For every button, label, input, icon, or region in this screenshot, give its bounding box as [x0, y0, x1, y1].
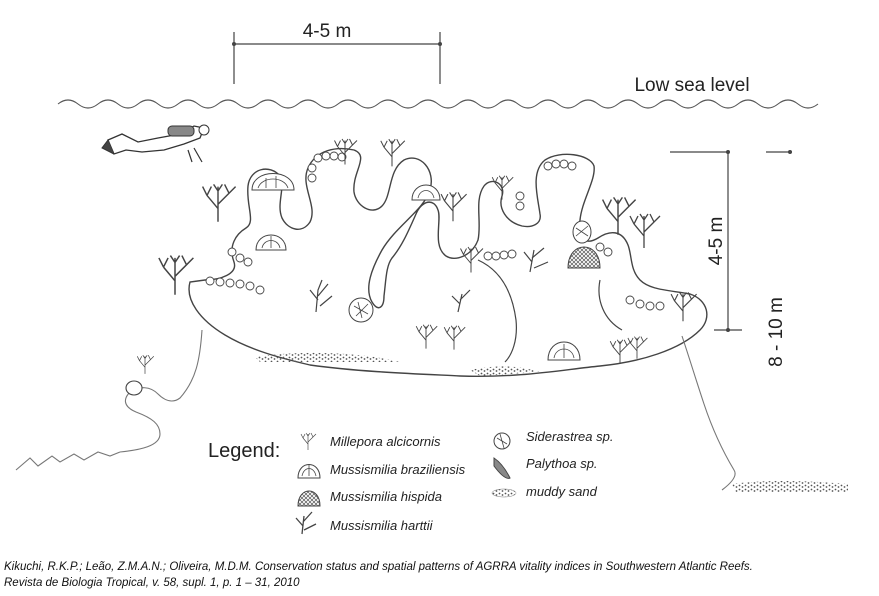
siderastrea-colony — [348, 297, 374, 323]
muddy-sand-icon — [491, 488, 517, 498]
svg-text:muddy sand: muddy sand — [526, 484, 598, 499]
height-dimension: 4-5 m 8 - 10 m — [670, 150, 792, 367]
svg-text:Millepora alcicornis: Millepora alcicornis — [330, 434, 441, 449]
muddy-sand-patch — [255, 352, 400, 362]
sea-level-label: Low sea level — [634, 75, 749, 96]
legend: Legend: Millepora alcicornis Mussismilia… — [208, 429, 613, 535]
diver-icon — [101, 124, 210, 163]
legend-item-siderastrea: Siderastrea sp. — [493, 429, 613, 450]
legend-item-palythoa: Palythoa sp. — [493, 456, 598, 479]
branching-coral-icon — [300, 432, 317, 451]
braziliensis-icon — [297, 464, 321, 479]
braziliensis-colony — [251, 173, 581, 361]
legend-title: Legend: — [208, 440, 280, 462]
legend-item-millepora: Millepora alcicornis — [300, 432, 441, 451]
svg-text:Palythoa sp.: Palythoa sp. — [526, 456, 598, 471]
reef-slope-right — [681, 335, 848, 492]
reef-body — [158, 138, 708, 377]
harttii-colony — [309, 247, 549, 313]
legend-item-harttii: Mussismilia harttii — [295, 511, 434, 535]
reef-slope-left — [15, 329, 203, 471]
legend-item-muddy-sand: muddy sand — [491, 484, 598, 499]
legend-item-braziliensis: Mussismilia braziliensis — [297, 462, 466, 479]
width-dimension: 4-5 m — [232, 21, 442, 84]
width-dimension-label: 4-5 m — [303, 21, 352, 42]
svg-text:Mussismilia harttii: Mussismilia harttii — [330, 518, 434, 533]
sea-level: Low sea level — [57, 75, 819, 109]
palythoa-icon — [493, 457, 511, 479]
citation-line-2: Revista de Biologia Tropical, v. 58, sup… — [4, 577, 300, 589]
harttii-icon — [295, 511, 317, 535]
svg-text:Mussismilia hispida: Mussismilia hispida — [330, 489, 442, 504]
citation-line-1: Kikuchi, R.K.P.; Leão, Z.M.A.N.; Oliveir… — [4, 561, 753, 573]
height-upper-label: 4-5 m — [706, 217, 727, 266]
muddy-sand-patch — [732, 481, 848, 492]
svg-text:Mussismilia braziliensis: Mussismilia braziliensis — [330, 462, 466, 477]
siderastrea-icon — [493, 432, 511, 450]
legend-item-hispida: Mussismilia hispida — [297, 489, 442, 507]
hispida-icon — [297, 490, 321, 507]
svg-text:Siderastrea sp.: Siderastrea sp. — [526, 429, 613, 444]
hispida-colony — [567, 220, 601, 269]
height-lower-label: 8 - 10 m — [766, 297, 787, 367]
